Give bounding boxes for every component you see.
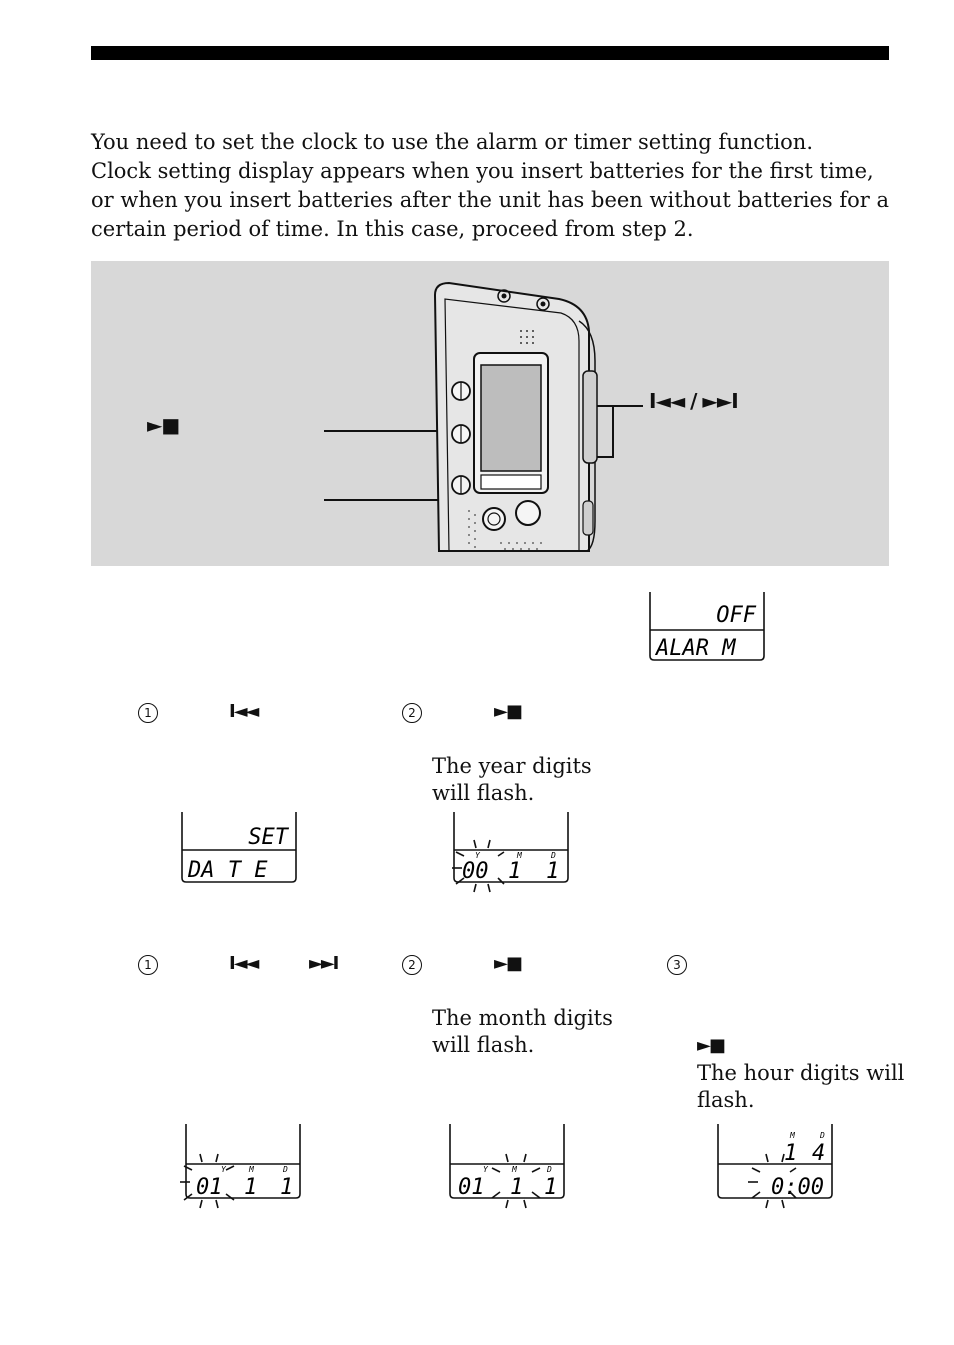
lcd-alarm-off: OFF ALAR M — [648, 592, 766, 668]
lcd-m-marker: M — [789, 1131, 796, 1140]
skip-forward-button-symbol: ►►I — [309, 953, 339, 974]
lcd-year-digits: 01 — [196, 1175, 223, 1200]
lcd-month-flashing: Y M D 01 1 1 — [436, 1124, 568, 1214]
lcd-month-digit: 1 — [508, 859, 521, 884]
lcd-top-month-digit: 1 — [784, 1141, 797, 1166]
note-hour-flash: The hour digits will flash. — [697, 1060, 904, 1114]
lcd-d-marker: D — [819, 1131, 825, 1140]
play-stop-button-symbol: ►■ — [697, 1035, 726, 1056]
lcd-y-marker: Y — [483, 1165, 489, 1174]
flash-rays-icon — [491, 1153, 541, 1209]
lcd-d-marker: D — [282, 1165, 288, 1174]
lcd-bottom-text: DA T E — [187, 858, 268, 883]
skip-buttons-label: I◄◄ / ►►I — [649, 389, 739, 413]
voice-recorder-illustration — [324, 281, 643, 552]
lcd-month-digit: 1 — [244, 1175, 257, 1200]
intro-paragraph: You need to set the clock to use the ala… — [91, 128, 891, 244]
lcd-month-digit: 1 — [510, 1175, 523, 1200]
lcd-day-digit: 1 — [546, 859, 559, 884]
lcd-year-digits: 01 — [458, 1175, 485, 1200]
lcd-y-marker: Y — [221, 1165, 227, 1174]
skip-back-button-symbol: I◄◄ — [229, 701, 259, 722]
lcd-d-marker: D — [546, 1165, 552, 1174]
lcd-year-01-flashing: Y M D 01 1 1 — [172, 1124, 304, 1214]
step-number-circle: 2 — [402, 955, 422, 975]
intro-line: certain period of time. In this case, pr… — [91, 217, 694, 241]
lcd-m-marker: M — [516, 851, 523, 860]
lcd-m-marker: M — [248, 1165, 255, 1174]
lcd-top-text: OFF — [716, 603, 756, 628]
lcd-top-day-digit: 4 — [812, 1141, 825, 1166]
flash-rays-icon — [452, 839, 505, 893]
step-number-circle: 1 — [138, 955, 158, 975]
play-stop-button-label: ►■ — [147, 413, 180, 437]
flash-rays-icon — [748, 1153, 797, 1209]
note-line: The hour digits will — [697, 1061, 905, 1085]
lcd-day-digit: 1 — [544, 1175, 557, 1200]
lcd-bottom-text: ALAR M — [654, 636, 736, 661]
lcd-hour-flashing: M D 1 4 0:00 — [708, 1124, 840, 1214]
note-line: will flash. — [432, 1033, 535, 1057]
device-figure-panel: ►■ I◄◄ / ►►I — [91, 261, 889, 566]
skip-back-button-symbol: I◄◄ — [229, 953, 259, 974]
note-line: will flash. — [432, 781, 535, 805]
lcd-m-marker: M — [511, 1165, 518, 1174]
note-line: The year digits — [432, 754, 592, 778]
top-rule — [91, 46, 889, 60]
flash-rays-icon — [180, 1153, 235, 1209]
lcd-d-marker: D — [550, 851, 556, 860]
lcd-set-date: SET DA T E — [180, 812, 298, 890]
play-stop-button-symbol: ►■ — [494, 953, 523, 974]
lcd-year-digits: 00 — [462, 859, 489, 884]
play-stop-button-symbol: ►■ — [494, 701, 523, 722]
note-line: flash. — [697, 1088, 755, 1112]
step-number-circle: 3 — [667, 955, 687, 975]
lcd-time-digits: 0:00 — [771, 1175, 824, 1200]
intro-line: or when you insert batteries after the u… — [91, 188, 889, 212]
note-year-flash: The year digits will flash. — [432, 753, 592, 807]
lcd-year-flashing: Y M D 00 1 1 — [440, 812, 572, 900]
step-number-circle: 1 — [138, 703, 158, 723]
lcd-y-marker: Y — [475, 851, 481, 860]
lcd-day-digit: 1 — [280, 1175, 293, 1200]
note-month-flash: The month digits will flash. — [432, 1005, 613, 1059]
intro-line: Clock setting display appears when you i… — [91, 159, 874, 183]
intro-line: You need to set the clock to use the ala… — [91, 130, 814, 154]
note-line: The month digits — [432, 1006, 613, 1030]
step-number-circle: 2 — [402, 703, 422, 723]
lcd-top-text: SET — [248, 825, 289, 850]
